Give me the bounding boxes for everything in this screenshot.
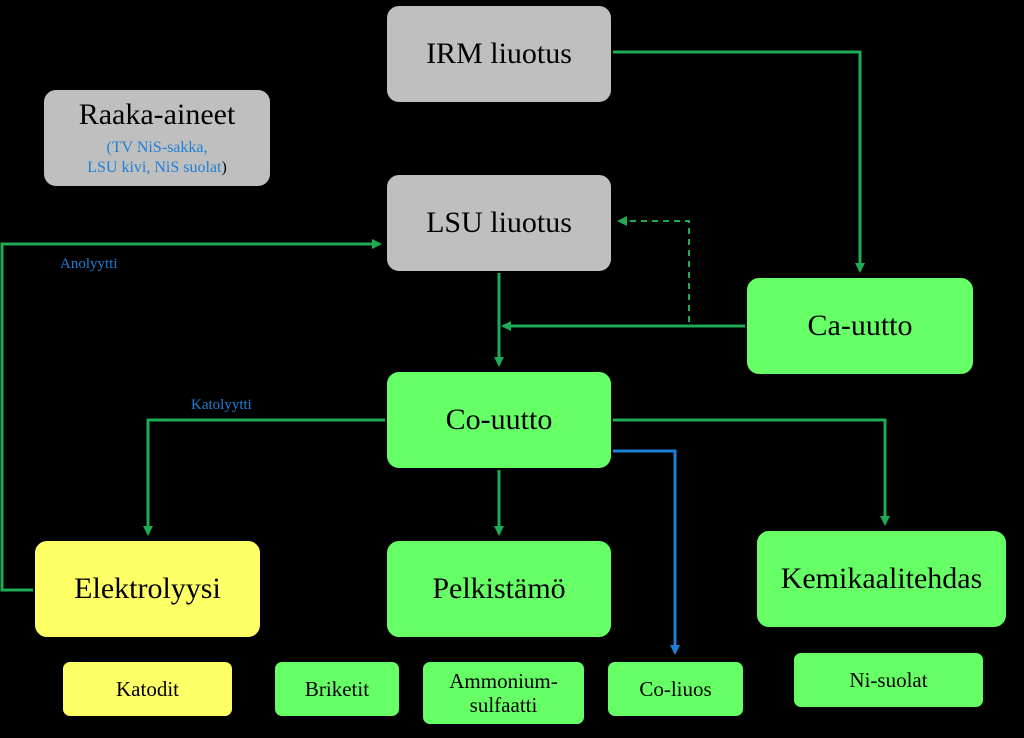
product-co-liuos: Co-liuos <box>606 660 745 718</box>
raw-materials-line1: (TV NiS-sakka, <box>106 139 208 157</box>
node-kemikaalitehdas: Kemikaalitehdas <box>755 529 1008 629</box>
edge-ca-to-lsu-dashed <box>617 216 690 322</box>
product-ammoniumsulfaatti: Ammonium- sulfaatti <box>421 660 586 726</box>
node-irm-label: IRM liuotus <box>426 36 572 70</box>
node-pelkistamo: Pelkistämö <box>385 539 613 639</box>
product-briketit: Briketit <box>273 660 401 718</box>
edge-co-to-coliuos <box>612 449 680 655</box>
edge-irm-to-ca <box>612 50 865 273</box>
node-ca-label: Ca-uutto <box>807 308 913 342</box>
product-ni-suolat: Ni-suolat <box>792 651 985 709</box>
product-nisuolat-label: Ni-suolat <box>849 667 928 692</box>
node-elektrolyysi-label: Elektrolyysi <box>74 571 221 605</box>
node-kemikaali-label: Kemikaalitehdas <box>780 561 983 595</box>
product-coliuos-label: Co-liuos <box>639 676 712 701</box>
product-ammonium-line1: Ammonium- <box>449 668 558 693</box>
edge-co-to-kemikaali <box>612 418 890 526</box>
raw-materials-line2: LSU kivi, NiS suolat <box>87 159 222 177</box>
edge-label-katolyytti: Katolyytti <box>191 397 252 413</box>
product-briketit-label: Briketit <box>304 676 370 701</box>
node-co-label: Co-uutto <box>445 402 553 436</box>
node-lsu-label: LSU liuotus <box>426 205 572 239</box>
edge-elektrolyysi-to-lsu <box>0 239 382 592</box>
edge-co-to-elektrolyysi <box>143 418 385 536</box>
product-katodit: Katodit <box>61 660 234 718</box>
node-ca-uutto: Ca-uutto <box>745 276 975 376</box>
raw-materials-detail: (TV NiS-sakka, LSU kivi, NiS suolat) <box>87 138 227 178</box>
node-pelkistamo-label: Pelkistämö <box>432 571 566 605</box>
node-lsu-liuotus: LSU liuotus <box>385 173 613 273</box>
edge-label-anolyytti: Anolyytti <box>60 256 118 272</box>
node-co-uutto: Co-uutto <box>385 370 613 470</box>
product-katodit-label: Katodit <box>116 676 179 701</box>
node-raaka-aineet: Raaka-aineet (TV NiS-sakka, LSU kivi, Ni… <box>42 88 272 188</box>
node-irm-liuotus: IRM liuotus <box>385 4 613 104</box>
raw-materials-title: Raaka-aineet <box>78 97 236 131</box>
node-elektrolyysi: Elektrolyysi <box>33 539 262 639</box>
raw-materials-close: ) <box>221 159 227 177</box>
product-ammonium-line2: sulfaatti <box>469 693 538 717</box>
